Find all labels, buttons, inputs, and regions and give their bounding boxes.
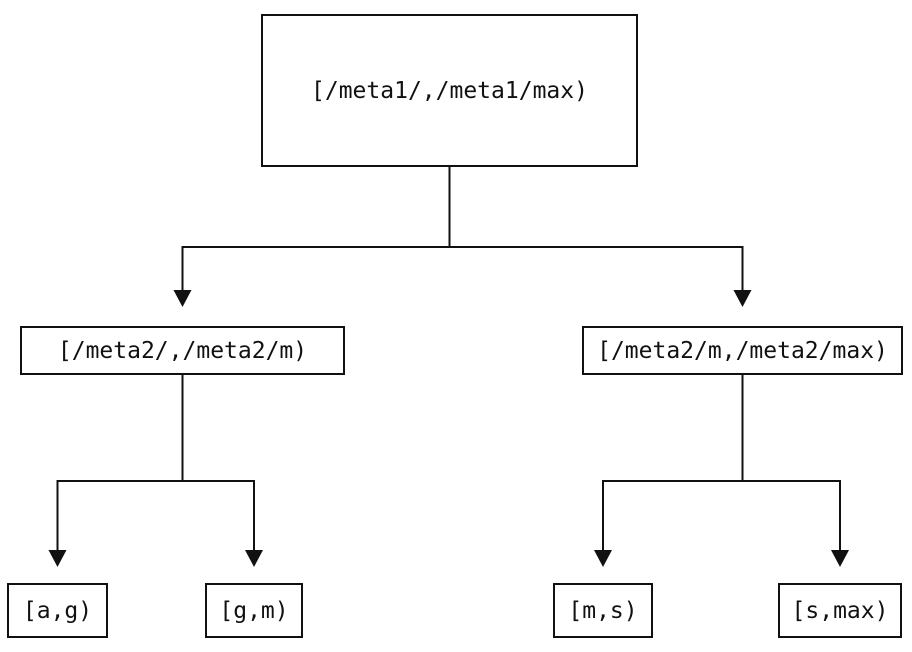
arrowhead-mid-right-icon bbox=[733, 290, 752, 307]
arrowhead-leaf-ms-icon bbox=[594, 550, 612, 567]
node-root: [/meta1/,/meta1/max) bbox=[261, 14, 638, 167]
node-mid-left-label: [/meta2/,/meta2/m) bbox=[57, 337, 308, 364]
arrowhead-leaf-smax-icon bbox=[831, 550, 849, 567]
node-mid-left: [/meta2/,/meta2/m) bbox=[20, 326, 345, 375]
node-leaf-ms: [m,s) bbox=[553, 583, 653, 638]
edge-root-to-mid bbox=[173, 167, 752, 307]
node-leaf-smax-label: [s,max) bbox=[791, 597, 889, 624]
node-root-label: [/meta1/,/meta1/max) bbox=[311, 77, 588, 104]
node-leaf-gm: [g,m) bbox=[205, 583, 303, 638]
edge-mid-right-to-leaves bbox=[594, 375, 849, 567]
node-leaf-ms-label: [m,s) bbox=[568, 597, 638, 624]
node-leaf-smax: [s,max) bbox=[778, 583, 902, 638]
node-mid-right-label: [/meta2/m,/meta2/max) bbox=[597, 337, 888, 364]
node-leaf-ag-label: [a,g) bbox=[22, 597, 93, 624]
arrowhead-mid-left-icon bbox=[173, 290, 192, 307]
node-leaf-gm-label: [g,m) bbox=[219, 597, 289, 624]
node-leaf-ag: [a,g) bbox=[7, 583, 108, 638]
arrowhead-leaf-ag-icon bbox=[48, 550, 67, 567]
arrowhead-leaf-gm-icon bbox=[245, 550, 263, 567]
node-mid-right: [/meta2/m,/meta2/max) bbox=[582, 326, 903, 375]
edge-mid-left-to-leaves bbox=[48, 375, 263, 567]
